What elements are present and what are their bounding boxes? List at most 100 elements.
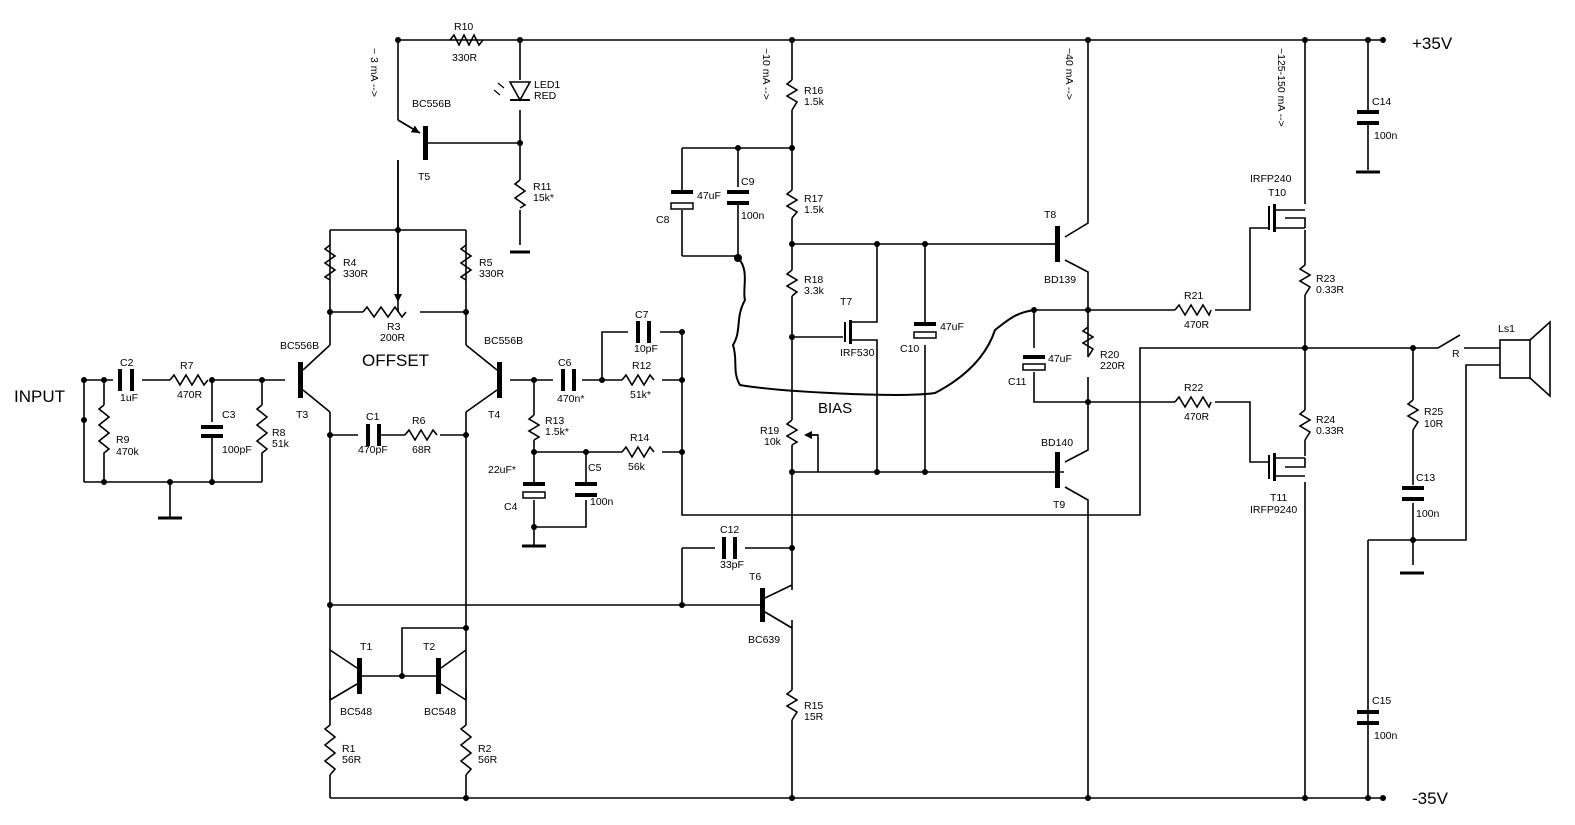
t3-name: T3 xyxy=(296,409,308,421)
c1-value: 470pF xyxy=(358,444,388,456)
input-label: INPUT xyxy=(14,387,65,406)
c11-value: 47uF xyxy=(1048,353,1072,365)
t6-base-bar xyxy=(760,588,765,622)
cap-c2-plates xyxy=(118,369,122,391)
r16-name: R16 xyxy=(804,85,823,97)
t6-name: T6 xyxy=(749,571,761,583)
c6-name: C6 xyxy=(558,357,572,369)
t8-name: T8 xyxy=(1044,209,1056,221)
r16-value: 1.5k xyxy=(804,96,825,108)
resistor-r1 xyxy=(323,724,337,776)
r20-value: 220R xyxy=(1100,360,1126,372)
current-stage1: ~ 3 mA --> xyxy=(368,48,380,97)
r18-value: 3.3k xyxy=(804,285,825,297)
resistor-r8 xyxy=(255,404,269,465)
resistor-r10 xyxy=(449,33,484,47)
cap-c7-plates xyxy=(636,321,640,343)
resistor-r6 xyxy=(404,428,438,442)
r3-name: R3 xyxy=(387,321,401,333)
cap-c14-plates xyxy=(1357,110,1379,114)
c3-value: 100pF xyxy=(222,444,252,456)
resistor-r15 xyxy=(785,689,799,721)
c10-name: C10 xyxy=(900,343,919,355)
r12-name: R12 xyxy=(632,360,651,372)
c2-name: C2 xyxy=(120,357,134,369)
t1-base-bar xyxy=(357,658,362,694)
r13-value: 1.5k* xyxy=(545,426,569,438)
r13-name: R13 xyxy=(545,415,564,427)
t4-type: BC556B xyxy=(484,335,523,347)
r6-name: R6 xyxy=(412,415,426,427)
c4-name: C4 xyxy=(504,501,518,513)
rail-positive-label: +35V xyxy=(1412,34,1453,53)
r1-value: 56R xyxy=(342,754,362,766)
c2-value: 1uF xyxy=(120,392,138,404)
t4-base-bar xyxy=(497,362,502,398)
r19-name: R19 xyxy=(760,425,779,437)
t2-type: BC548 xyxy=(424,706,456,718)
r24-name: R24 xyxy=(1316,414,1335,426)
r9-name: R9 xyxy=(116,434,130,446)
resistor-r24 xyxy=(1298,409,1312,441)
c5-value: 100n xyxy=(590,496,614,508)
r2-value: 56R xyxy=(478,754,498,766)
c15-name: C15 xyxy=(1372,695,1391,707)
resistor-r23 xyxy=(1298,264,1312,296)
t1-type: BC548 xyxy=(340,706,372,718)
cap-c4-plates xyxy=(523,482,545,486)
resistor-r13 xyxy=(527,414,541,441)
r5-name: R5 xyxy=(479,257,493,269)
r9-value: 470k xyxy=(116,446,140,458)
t9-base-bar xyxy=(1055,452,1060,488)
t7-name: T7 xyxy=(840,296,852,308)
resistor-r18 xyxy=(785,269,799,297)
r22-value: 470R xyxy=(1184,411,1210,423)
c12-name: C12 xyxy=(720,524,739,536)
resistor-r9 xyxy=(97,404,111,465)
c14-value: 100n xyxy=(1374,130,1398,142)
r18-name: R18 xyxy=(804,274,823,286)
c14-name: C14 xyxy=(1372,96,1391,108)
r5-value: 330R xyxy=(479,268,505,280)
speaker-symbol xyxy=(1499,320,1551,398)
r14-value: 56k xyxy=(628,461,646,473)
r25-name: R25 xyxy=(1424,406,1443,418)
c8-value: 47uF xyxy=(697,190,721,202)
r4-name: R4 xyxy=(343,257,357,269)
r21-value: 470R xyxy=(1184,319,1210,331)
resistor-r22 xyxy=(1174,395,1212,409)
resistor-r14 xyxy=(621,445,655,459)
resistor-r12 xyxy=(621,373,655,387)
r17-value: 1.5k xyxy=(804,204,825,216)
r17-name: R17 xyxy=(804,193,823,205)
r24-value: 0.33R xyxy=(1316,425,1344,437)
t9-name: T9 xyxy=(1053,499,1065,511)
junction-dots xyxy=(81,37,1416,801)
c4-value: 22uF* xyxy=(488,464,516,476)
c15-value: 100n xyxy=(1374,730,1398,742)
t1-name: T1 xyxy=(360,641,372,653)
cap-c1-plates xyxy=(366,424,370,446)
c7-name: C7 xyxy=(635,309,649,321)
c12-value: 33pF xyxy=(720,559,744,571)
resistor-r21 xyxy=(1174,303,1212,317)
c13-value: 100n xyxy=(1416,508,1440,520)
t10-name: T10 xyxy=(1268,187,1286,199)
c5-name: C5 xyxy=(588,462,602,474)
c6-value: 470n* xyxy=(557,393,584,405)
cap-c12-plates xyxy=(722,537,726,559)
cap-c3-plates xyxy=(201,425,223,429)
speaker-pin-label: R xyxy=(1452,348,1460,360)
c7-value: 10pF xyxy=(634,343,658,355)
r10-name: R10 xyxy=(454,21,473,33)
resistor-r3 xyxy=(362,305,407,319)
c11-name: C11 xyxy=(1008,376,1027,388)
r3-value: 200R xyxy=(380,332,406,344)
r25-value: 10R xyxy=(1424,418,1444,430)
r15-name: R15 xyxy=(804,700,823,712)
t7-type: IRF530 xyxy=(840,347,875,359)
cap-c13-plates xyxy=(1402,486,1424,490)
t6-type: BC639 xyxy=(748,634,780,646)
